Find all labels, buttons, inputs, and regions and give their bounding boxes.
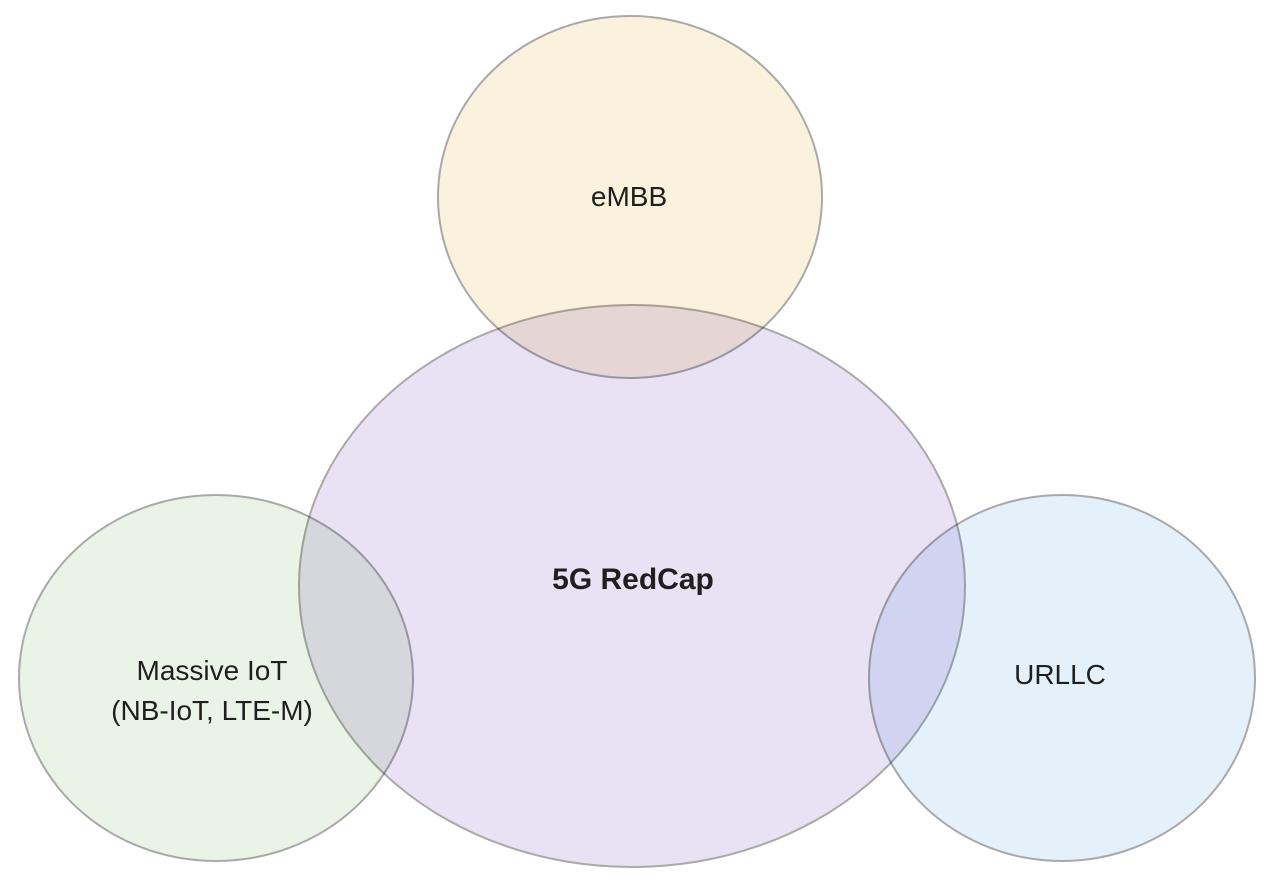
label-massive-iot-line2: (NB-IoT, LTE-M)	[111, 695, 313, 726]
circle-5g-redcap	[298, 304, 966, 868]
circle-urllc	[868, 494, 1256, 862]
circle-embb	[437, 15, 823, 379]
label-5g-redcap: 5G RedCap	[552, 563, 714, 596]
circle-massive-iot	[18, 494, 414, 862]
label-massive-iot-line1: Massive IoT	[136, 655, 288, 686]
label-embb: eMBB	[590, 181, 668, 212]
label-massive-iot: Massive IoT (NB-IoT, LTE-M)	[111, 651, 313, 731]
label-urllc: URLLC	[1014, 659, 1106, 690]
